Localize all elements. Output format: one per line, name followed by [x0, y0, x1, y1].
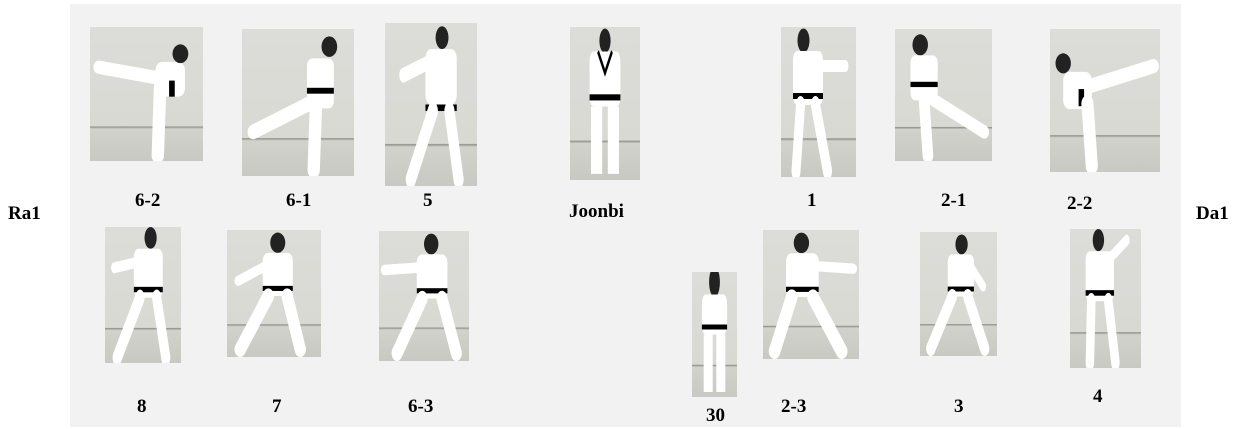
back-view-figure-icon	[692, 272, 737, 397]
back-stance-figure-icon	[105, 227, 181, 363]
pose-label-2-3: 2-3	[781, 396, 806, 418]
punch-left-figure-icon	[379, 231, 469, 361]
low-kick-left-figure-icon	[242, 29, 354, 176]
pose-label-4: 4	[1093, 386, 1103, 408]
pose-label-6-1: 6-1	[286, 190, 311, 212]
punch-right-figure-icon	[763, 230, 859, 359]
pose-label-6-3: 6-3	[408, 396, 433, 418]
pose-label-joonbi: Joonbi	[569, 201, 624, 223]
pose-label-7: 7	[272, 396, 282, 418]
high-block-figure-icon	[1070, 229, 1141, 368]
ready-stance-figure-icon	[570, 27, 640, 180]
side-kick-right-figure-icon	[1050, 29, 1160, 172]
block-stance-figure-icon	[385, 23, 477, 186]
pose-label-5: 5	[423, 190, 433, 212]
knife-hand-figure-icon	[227, 230, 321, 357]
pose-label-2-1: 2-1	[941, 190, 966, 212]
side-label-left: Ra1	[8, 203, 41, 225]
pose-label-8: 8	[137, 396, 147, 418]
pose-label-2-2: 2-2	[1067, 193, 1092, 215]
pose-label-1: 1	[807, 190, 817, 212]
low-kick-right-figure-icon	[895, 29, 992, 161]
pose-label-6-2: 6-2	[135, 190, 160, 212]
walking-stance-figure-icon	[920, 232, 997, 356]
pose-label-30: 30	[706, 405, 725, 427]
side-kick-left-figure-icon	[90, 27, 203, 161]
pose-label-3: 3	[954, 396, 964, 418]
side-label-right: Da1	[1196, 203, 1229, 225]
low-block-figure-icon	[781, 27, 856, 177]
